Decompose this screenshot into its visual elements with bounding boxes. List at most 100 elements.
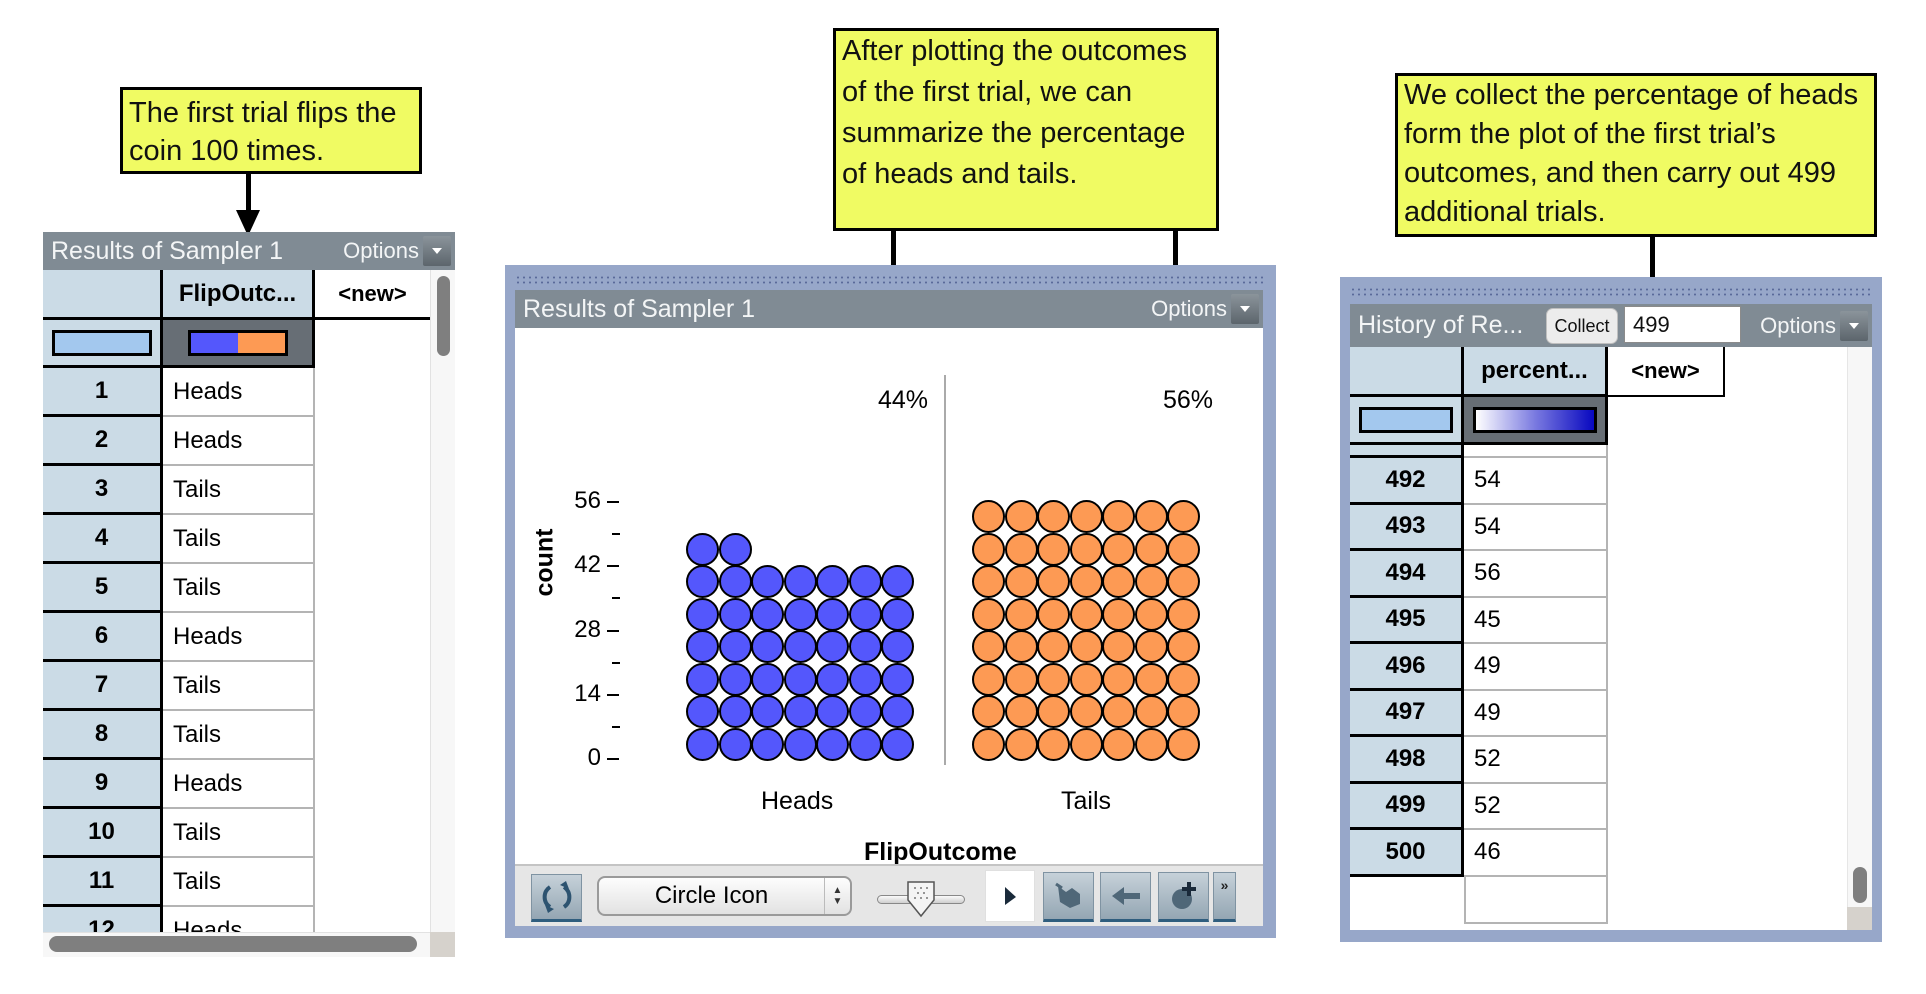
icon-style-select[interactable]: Circle Icon ▲▼ — [597, 876, 852, 916]
collect-button[interactable]: Collect — [1546, 308, 1618, 344]
table-row-value[interactable]: 45 — [1464, 597, 1608, 644]
heads-dot[interactable] — [686, 597, 719, 631]
tails-dot[interactable] — [1134, 532, 1168, 566]
tails-dot[interactable] — [1069, 565, 1103, 598]
tails-dot[interactable] — [1167, 565, 1200, 598]
heads-dot[interactable] — [718, 565, 752, 598]
scale-tool-button[interactable] — [1043, 872, 1094, 922]
row-index[interactable]: 498 — [1350, 737, 1464, 784]
tails-dot[interactable] — [1004, 532, 1038, 566]
collect-count-input[interactable]: 499 — [1624, 306, 1741, 343]
heads-dot[interactable] — [751, 597, 784, 631]
dropdown-icon[interactable] — [423, 236, 451, 266]
tails-dot[interactable] — [1037, 662, 1070, 696]
heads-dot[interactable] — [718, 662, 752, 696]
tails-dot[interactable] — [972, 695, 1005, 728]
move-tool-button[interactable] — [1100, 872, 1151, 922]
index-color-swatch[interactable] — [1358, 406, 1453, 433]
table-row-value[interactable]: Tails — [163, 564, 315, 613]
heads-dot[interactable] — [881, 597, 914, 631]
point-size-slider[interactable] — [877, 880, 965, 920]
tails-dot[interactable] — [1167, 500, 1200, 533]
tails-dot[interactable] — [972, 500, 1005, 533]
vertical-scroll-thumb[interactable] — [1853, 867, 1867, 903]
heads-dot[interactable] — [783, 662, 817, 696]
tails-dot[interactable] — [1102, 500, 1135, 533]
tails-dot[interactable] — [1167, 532, 1200, 566]
tails-dot[interactable] — [1037, 565, 1070, 598]
dropdown-icon[interactable] — [1840, 310, 1868, 341]
column-header-percent[interactable]: percent... — [1464, 347, 1608, 397]
table-titlebar[interactable]: Results of Sampler 1 Options — [43, 232, 455, 270]
row-index[interactable]: 497 — [1350, 690, 1464, 737]
dropdown-icon[interactable] — [1231, 294, 1259, 324]
tails-dot[interactable] — [1004, 500, 1038, 533]
tails-dot[interactable] — [1167, 597, 1200, 631]
tails-dot[interactable] — [972, 597, 1005, 631]
heads-dot[interactable] — [783, 695, 817, 728]
row-index[interactable]: 4 — [43, 515, 163, 564]
heads-dot[interactable] — [848, 630, 882, 663]
tails-dot[interactable] — [1037, 597, 1070, 631]
heads-dot[interactable] — [881, 727, 914, 761]
tails-dot[interactable] — [1167, 727, 1200, 761]
table-row-value[interactable]: 54 — [1464, 504, 1608, 551]
tails-dot[interactable] — [1069, 532, 1103, 566]
tails-dot[interactable] — [1037, 727, 1070, 761]
more-tools-button[interactable]: » — [1213, 872, 1236, 922]
table-row-value[interactable]: Tails — [163, 466, 315, 515]
column-header-flipoutcome[interactable]: FlipOutc... — [163, 270, 315, 320]
tails-dot[interactable] — [1037, 500, 1070, 533]
heads-dot[interactable] — [751, 727, 784, 761]
table-row-value[interactable]: 52 — [1464, 783, 1608, 830]
options-menu[interactable]: Options — [1760, 304, 1868, 347]
table-row-value[interactable]: Heads — [163, 613, 315, 662]
tails-dot[interactable] — [1134, 727, 1168, 761]
tails-dot[interactable] — [1102, 565, 1135, 598]
tails-dot[interactable] — [1167, 662, 1200, 696]
heads-dot[interactable] — [816, 630, 849, 663]
tails-dot[interactable] — [1102, 695, 1135, 728]
heads-dot[interactable] — [848, 695, 882, 728]
heads-dot[interactable] — [816, 695, 849, 728]
heads-dot[interactable] — [686, 662, 719, 696]
tails-dot[interactable] — [1102, 662, 1135, 696]
heads-dot[interactable] — [848, 565, 882, 598]
outcome-color-swatch[interactable] — [187, 329, 288, 356]
vertical-scrollbar[interactable] — [1847, 347, 1872, 907]
tails-dot[interactable] — [972, 727, 1005, 761]
tails-dot[interactable] — [1167, 630, 1200, 663]
tails-dot[interactable] — [1069, 500, 1103, 533]
horizontal-scroll-thumb[interactable] — [49, 936, 417, 952]
tails-dot[interactable] — [1069, 662, 1103, 696]
row-index[interactable]: 492 — [1350, 458, 1464, 505]
heads-dot[interactable] — [816, 662, 849, 696]
tails-dot[interactable] — [1134, 565, 1168, 598]
new-column-header[interactable]: <new> — [1608, 347, 1725, 397]
tails-dot[interactable] — [1134, 695, 1168, 728]
drag-handle[interactable] — [515, 275, 1266, 285]
table-row-value[interactable]: Heads — [163, 368, 315, 417]
tails-dot[interactable] — [1134, 500, 1168, 533]
vertical-scrollbar[interactable] — [430, 270, 455, 932]
tails-dot[interactable] — [1037, 695, 1070, 728]
index-color-swatch[interactable] — [51, 329, 152, 356]
heads-dot[interactable] — [881, 565, 914, 598]
table-row-value[interactable]: 49 — [1464, 690, 1608, 737]
tails-dot[interactable] — [972, 565, 1005, 598]
new-column-header[interactable]: <new> — [315, 270, 430, 320]
table-row-value[interactable]: Tails — [163, 711, 315, 760]
tails-dot[interactable] — [1004, 630, 1038, 663]
table-row-value[interactable]: 49 — [1464, 644, 1608, 691]
heads-dot[interactable] — [686, 565, 719, 598]
heads-dot[interactable] — [718, 630, 752, 663]
heads-dot[interactable] — [751, 630, 784, 663]
tails-dot[interactable] — [1102, 727, 1135, 761]
options-menu[interactable]: Options — [343, 232, 451, 270]
slider-thumb-icon[interactable] — [906, 880, 936, 920]
tails-dot[interactable] — [1134, 630, 1168, 663]
row-index[interactable]: 1 — [43, 368, 163, 417]
heads-dot[interactable] — [751, 662, 784, 696]
row-index[interactable]: 500 — [1350, 830, 1464, 877]
heads-dot[interactable] — [718, 695, 752, 728]
